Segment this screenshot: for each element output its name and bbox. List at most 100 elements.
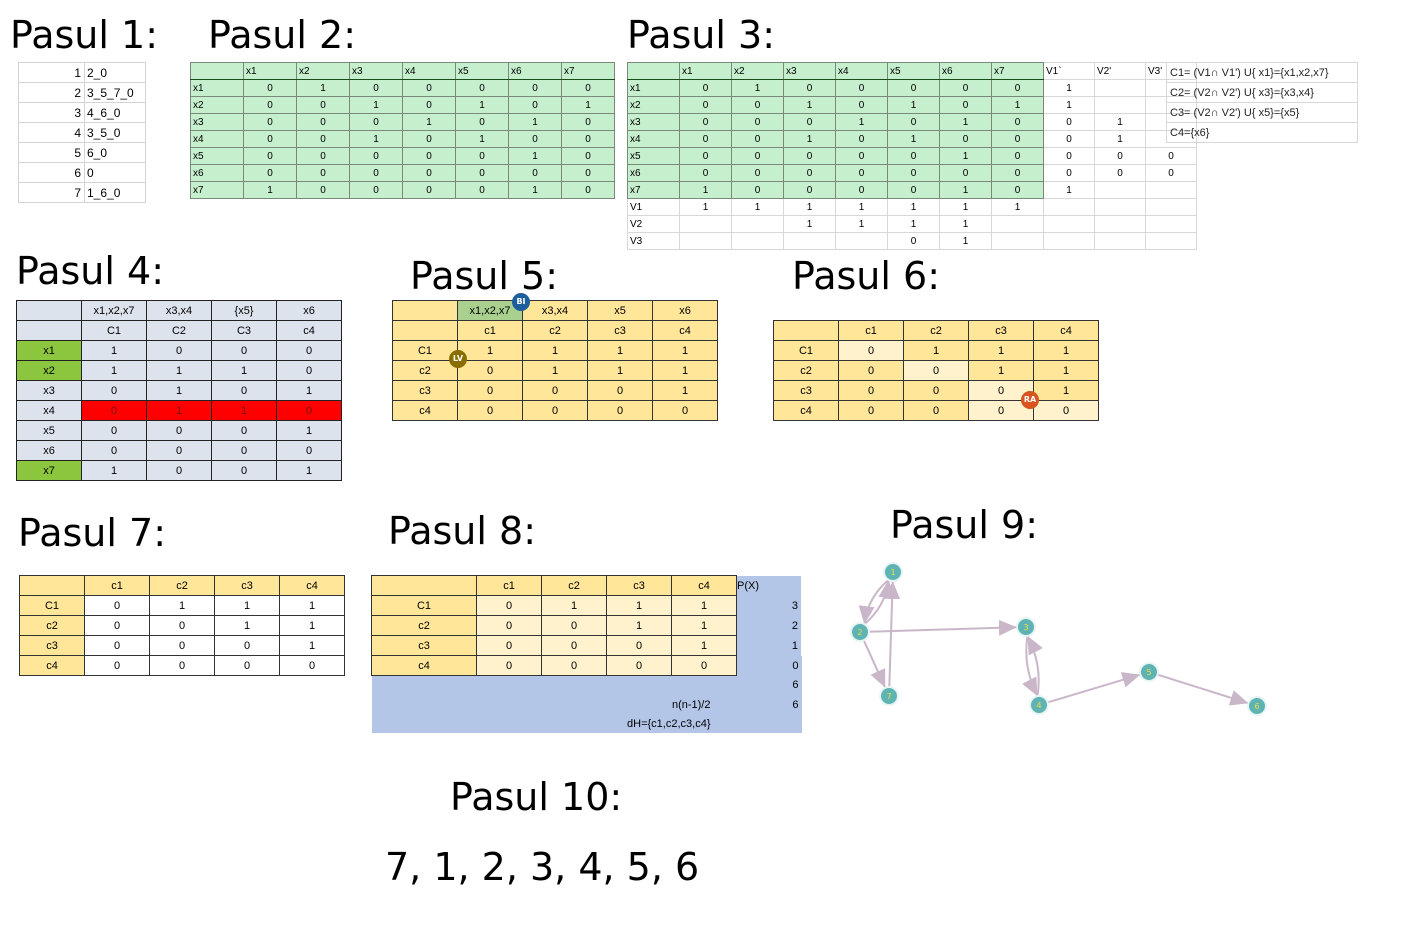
matrix-cell: 0 — [903, 360, 969, 381]
matrix-cell: 0 — [457, 380, 523, 401]
class-header: c4 — [671, 575, 737, 596]
matrix-cell: 0 — [783, 113, 836, 131]
matrix-cell: 0 — [276, 360, 342, 381]
matrix-cell: 0 — [679, 113, 732, 131]
step8-title: Pasul 8: — [388, 509, 536, 553]
matrix-cell: 1 — [903, 340, 969, 361]
matrix-cell: 1 — [146, 380, 212, 401]
class-header: c2 — [522, 320, 588, 341]
row-header: x2 — [627, 96, 680, 114]
class-header: c4 — [279, 575, 345, 596]
row-header: c2 — [392, 360, 458, 381]
matrix-cell: 0 — [731, 164, 784, 182]
matrix-cell: 1 — [679, 181, 732, 199]
empty-cell — [16, 320, 82, 341]
row-header: x3 — [16, 380, 82, 401]
matrix-cell: 0 — [402, 79, 456, 97]
class-header: c3 — [214, 575, 280, 596]
matrix-cell: 0 — [968, 400, 1034, 421]
matrix-cell: 1 — [671, 595, 737, 616]
matrix-cell: 1 — [81, 360, 147, 381]
matrix-cell: 0 — [1043, 130, 1095, 148]
matrix-cell: 0 — [149, 615, 215, 636]
row-header: x3 — [627, 113, 680, 131]
class-header: c1 — [457, 320, 523, 341]
matrix-cell: 1 — [835, 113, 888, 131]
matrix-cell: 0 — [652, 400, 718, 421]
graph-node — [1029, 695, 1049, 715]
step10-title: Pasul 10: — [450, 775, 623, 819]
matrix-cell: 0 — [939, 79, 992, 97]
matrix-cell: 0 — [903, 380, 969, 401]
graph-edge — [863, 579, 895, 625]
matrix-cell: 0 — [243, 113, 297, 131]
matrix-cell: 1 — [149, 595, 215, 616]
matrix-cell: 0 — [679, 96, 732, 114]
matrix-cell: 0 — [402, 164, 456, 182]
matrix-cell: 0 — [508, 79, 562, 97]
row-header: C1 — [392, 340, 458, 361]
matrix-cell: 1 — [1033, 340, 1099, 361]
matrix-cell: 1 — [887, 96, 940, 114]
node-number: 7 — [18, 182, 85, 203]
column-header: x4 — [835, 62, 888, 80]
row-header: C1 — [773, 340, 839, 361]
matrix-cell: 0 — [541, 655, 607, 676]
matrix-cell: 0 — [296, 130, 350, 148]
column-header — [627, 62, 680, 80]
row-header: V2 — [627, 215, 680, 233]
row-header: c3 — [773, 380, 839, 401]
graph-node — [850, 622, 870, 642]
matrix-cell: 0 — [1033, 400, 1099, 421]
matrix-cell — [731, 232, 784, 250]
matrix-cell: 0 — [991, 130, 1044, 148]
matrix-cell: 0 — [887, 181, 940, 199]
matrix-cell: 0 — [587, 400, 653, 421]
matrix-cell: 0 — [835, 147, 888, 165]
graph-node-label: 2 — [857, 628, 862, 637]
matrix-cell: 0 — [211, 340, 277, 361]
matrix-cell: 0 — [991, 113, 1044, 131]
footer-row: 6 — [371, 675, 802, 695]
px-value: 0 — [736, 655, 802, 676]
matrix-cell: 0 — [783, 79, 836, 97]
column-header: x5 — [887, 62, 940, 80]
bi-badge: BI — [512, 293, 530, 311]
footer-filler — [671, 675, 737, 695]
graph-node-label: 6 — [1254, 702, 1259, 711]
matrix-cell: 0 — [991, 164, 1044, 182]
successor-list: 6_0 — [84, 142, 146, 163]
matrix-cell: 0 — [835, 79, 888, 97]
matrix-cell — [1094, 215, 1146, 233]
successor-list: 3_5_0 — [84, 122, 146, 143]
row-header: c4 — [19, 655, 85, 676]
column-header — [190, 62, 244, 80]
matrix-cell: 1 — [276, 420, 342, 441]
footer-filler — [371, 695, 607, 714]
matrix-cell: 1 — [991, 198, 1044, 216]
matrix-cell: 0 — [476, 655, 542, 676]
row-header: x2 — [190, 96, 244, 114]
column-header: x3 — [349, 62, 403, 80]
group-header: x6 — [652, 300, 718, 321]
matrix-cell: 0 — [211, 440, 277, 461]
matrix-cell: 0 — [457, 360, 523, 381]
footer-filler — [736, 714, 802, 733]
graph-node — [879, 686, 899, 706]
matrix-cell: 0 — [457, 400, 523, 421]
matrix-cell: 1 — [561, 96, 615, 114]
